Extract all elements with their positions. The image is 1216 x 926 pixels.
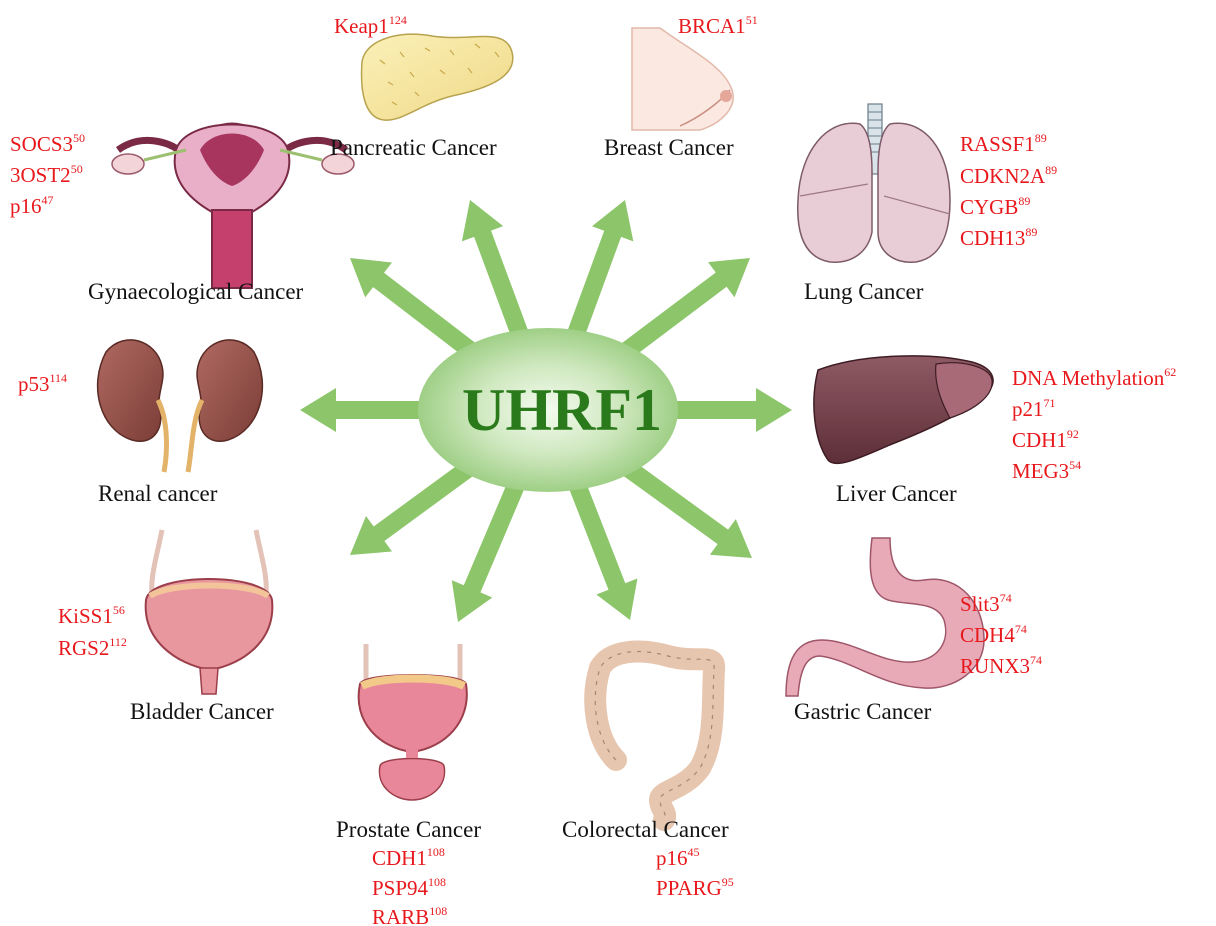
- label-liver-cancer: Liver Cancer: [836, 482, 957, 505]
- gene-cygb: CYGB89: [960, 195, 1030, 218]
- uterus-illustration: [112, 125, 354, 289]
- pancreas-illustration: [362, 34, 513, 120]
- gene-slit3: Slit374: [960, 592, 1012, 615]
- gene-rgs2: RGS2112: [58, 636, 127, 659]
- gene-socs3: SOCS350: [10, 132, 85, 155]
- stomach-illustration: [786, 538, 984, 696]
- gene-p16-gyn: p1647: [10, 194, 54, 217]
- gene-psp94: PSP94108: [372, 876, 446, 899]
- gene-p21: p2171: [1012, 397, 1056, 420]
- prostate-illustration: [359, 644, 467, 800]
- gene-runx3: RUNX374: [960, 654, 1042, 677]
- gene-p16-colorectal: p1645: [656, 846, 700, 869]
- label-bladder-cancer: Bladder Cancer: [130, 700, 274, 723]
- gene-cdh13: CDH1389: [960, 226, 1037, 249]
- gene-cdkn2a: CDKN2A89: [960, 164, 1057, 187]
- gene-brca1: BRCA151: [678, 14, 758, 37]
- gene-rarb: RARB108: [372, 905, 447, 926]
- label-gynaecological-cancer: Gynaecological Cancer: [88, 280, 303, 303]
- label-renal-cancer: Renal cancer: [98, 482, 217, 505]
- label-pancreatic-cancer: Pancreatic Cancer: [330, 136, 497, 159]
- label-colorectal-cancer: Colorectal Cancer: [562, 818, 729, 841]
- gene-keap1: Keap1124: [334, 14, 407, 37]
- label-prostate-cancer: Prostate Cancer: [336, 818, 481, 841]
- lungs-illustration: [798, 104, 950, 262]
- breast-illustration: [632, 28, 733, 130]
- bladder-illustration: [146, 530, 273, 694]
- gene-meg3: MEG354: [1012, 459, 1081, 482]
- gene-pparg: PPARG95: [656, 876, 734, 899]
- gene-cdh4: CDH474: [960, 623, 1027, 646]
- gene-p53: p53114: [18, 372, 67, 395]
- kidneys-illustration: [98, 340, 263, 472]
- gene-rassf1: RASSF189: [960, 132, 1047, 155]
- gene-cdh1-liver: CDH192: [1012, 428, 1079, 451]
- label-lung-cancer: Lung Cancer: [804, 280, 923, 303]
- gene-kiss1: KiSS156: [58, 604, 125, 627]
- gene-cdh1-prostate: CDH1108: [372, 846, 445, 869]
- gene-3ost2: 3OST250: [10, 163, 83, 186]
- colon-illustration: [595, 652, 714, 820]
- hub-label: UHRF1: [462, 380, 662, 440]
- liver-illustration: [814, 356, 993, 464]
- gene-dna-methylation: DNA Methylation62: [1012, 366, 1176, 389]
- label-breast-cancer: Breast Cancer: [604, 136, 734, 159]
- label-gastric-cancer: Gastric Cancer: [794, 700, 931, 723]
